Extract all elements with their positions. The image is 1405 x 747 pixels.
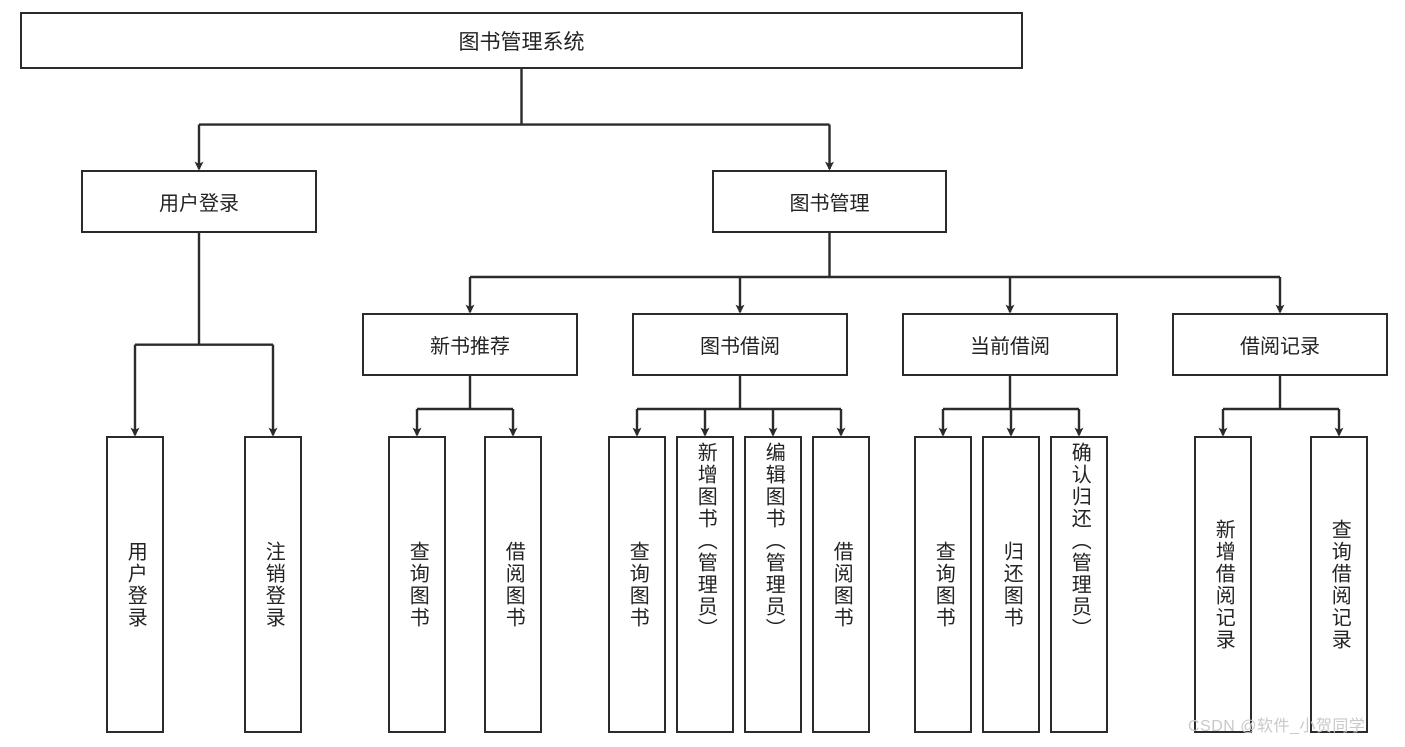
node-leaf-confirm-return[interactable]: 确认归还（管理员） bbox=[1050, 436, 1108, 733]
node-book-borrow[interactable]: 图书借阅 bbox=[632, 313, 848, 376]
node-new-book-rec-label: 新书推荐 bbox=[430, 336, 510, 358]
node-leaf-add-record[interactable]: 新增借阅记录 bbox=[1194, 436, 1252, 733]
node-leaf-user-logout-label: 注销登录 bbox=[262, 540, 285, 629]
node-book-borrow-label: 图书借阅 bbox=[700, 336, 780, 358]
node-leaf-edit-book-label: 编辑图书（管理员） bbox=[762, 442, 785, 640]
node-leaf-add-record-label: 新增借阅记录 bbox=[1212, 518, 1235, 651]
node-root[interactable]: 图书管理系统 bbox=[20, 12, 1023, 69]
node-leaf-query-record[interactable]: 查询借阅记录 bbox=[1310, 436, 1368, 733]
watermark: CSDN @软件_小贺同学 bbox=[1188, 718, 1366, 735]
node-leaf-add-book[interactable]: 新增图书（管理员） bbox=[676, 436, 734, 733]
node-book-manage[interactable]: 图书管理 bbox=[712, 170, 947, 233]
node-leaf-confirm-return-label: 确认归还（管理员） bbox=[1068, 442, 1091, 640]
node-user-login[interactable]: 用户登录 bbox=[81, 170, 317, 233]
node-leaf-query-book-borrow-label: 查询图书 bbox=[626, 540, 649, 629]
node-leaf-query-book-rec-label: 查询图书 bbox=[406, 540, 429, 629]
node-user-login-label: 用户登录 bbox=[159, 193, 239, 215]
node-root-label: 图书管理系统 bbox=[458, 30, 585, 54]
node-new-book-rec[interactable]: 新书推荐 bbox=[362, 313, 578, 376]
node-leaf-return-book-label: 归还图书 bbox=[1000, 540, 1023, 629]
node-leaf-user-logout[interactable]: 注销登录 bbox=[244, 436, 302, 733]
node-book-manage-label: 图书管理 bbox=[789, 193, 870, 215]
node-leaf-borrow-book-rec-label: 借阅图书 bbox=[502, 540, 525, 629]
node-leaf-query-book-cur-label: 查询图书 bbox=[932, 540, 955, 629]
node-leaf-return-book[interactable]: 归还图书 bbox=[982, 436, 1040, 733]
node-leaf-user-login-label: 用户登录 bbox=[124, 540, 147, 629]
node-leaf-borrow-book-label: 借阅图书 bbox=[830, 540, 853, 629]
node-leaf-add-book-label: 新增图书（管理员） bbox=[694, 442, 717, 640]
node-leaf-borrow-book[interactable]: 借阅图书 bbox=[812, 436, 870, 733]
node-leaf-query-record-label: 查询借阅记录 bbox=[1328, 518, 1351, 651]
node-leaf-user-login[interactable]: 用户登录 bbox=[106, 436, 164, 733]
node-borrow-record[interactable]: 借阅记录 bbox=[1172, 313, 1388, 376]
node-leaf-query-book-borrow[interactable]: 查询图书 bbox=[608, 436, 666, 733]
node-leaf-edit-book[interactable]: 编辑图书（管理员） bbox=[744, 436, 802, 733]
node-leaf-query-book-rec[interactable]: 查询图书 bbox=[388, 436, 446, 733]
node-current-borrow[interactable]: 当前借阅 bbox=[902, 313, 1118, 376]
node-leaf-borrow-book-rec[interactable]: 借阅图书 bbox=[484, 436, 542, 733]
node-borrow-record-label: 借阅记录 bbox=[1240, 336, 1320, 358]
node-leaf-query-book-cur[interactable]: 查询图书 bbox=[914, 436, 972, 733]
node-current-borrow-label: 当前借阅 bbox=[970, 336, 1050, 358]
